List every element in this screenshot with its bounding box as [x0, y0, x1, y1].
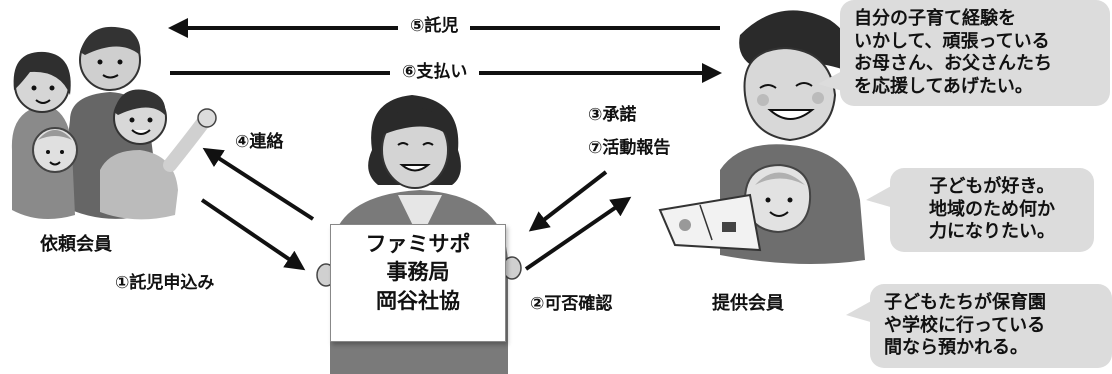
label-katsudo: ⑦活動報告	[588, 138, 671, 158]
speech-bubble-2: 子どもが好き。 地域のため何か 力になりたい。	[890, 168, 1094, 252]
speech-bubble-1: 自分の子育て経験を いかして、頑張っている お母さん、お父さんたち を応援してあ…	[840, 0, 1110, 106]
office-name-line1: ファミサポ	[365, 232, 471, 256]
label-takuji: ⑤託児	[398, 18, 471, 35]
arrow-moushikomi	[200, 198, 306, 271]
label-moushikomi: ①託児申込み	[115, 273, 215, 293]
arrow-shodaku	[528, 170, 608, 232]
bubble3-tail	[846, 300, 874, 323]
provider-member-label: 提供会員	[712, 293, 784, 314]
bubble2-tail	[866, 185, 894, 208]
label-shodaku: ③承諾	[588, 105, 637, 125]
bubble1-tail	[818, 70, 846, 92]
provider-illustration	[658, 10, 865, 264]
label-shiharai: ⑥支払い	[390, 64, 480, 81]
arrow-renraku	[202, 147, 315, 221]
client-member-label: 依頼会員	[40, 234, 112, 255]
speech-bubble-3: 子どもたちが保育園 や学校に行っている 間なら預かれる。	[870, 284, 1112, 368]
office-name-line2: 事務局	[386, 260, 450, 285]
label-kahi: ②可否確認	[530, 294, 613, 314]
arrow-kahi	[524, 196, 632, 271]
office-name-line3: 岡谷社協	[376, 288, 460, 313]
office-sign: ファミサポ 事務局 岡谷社協	[330, 224, 506, 342]
label-renraku: ④連絡	[235, 132, 284, 152]
client-family-illustration	[11, 26, 217, 220]
